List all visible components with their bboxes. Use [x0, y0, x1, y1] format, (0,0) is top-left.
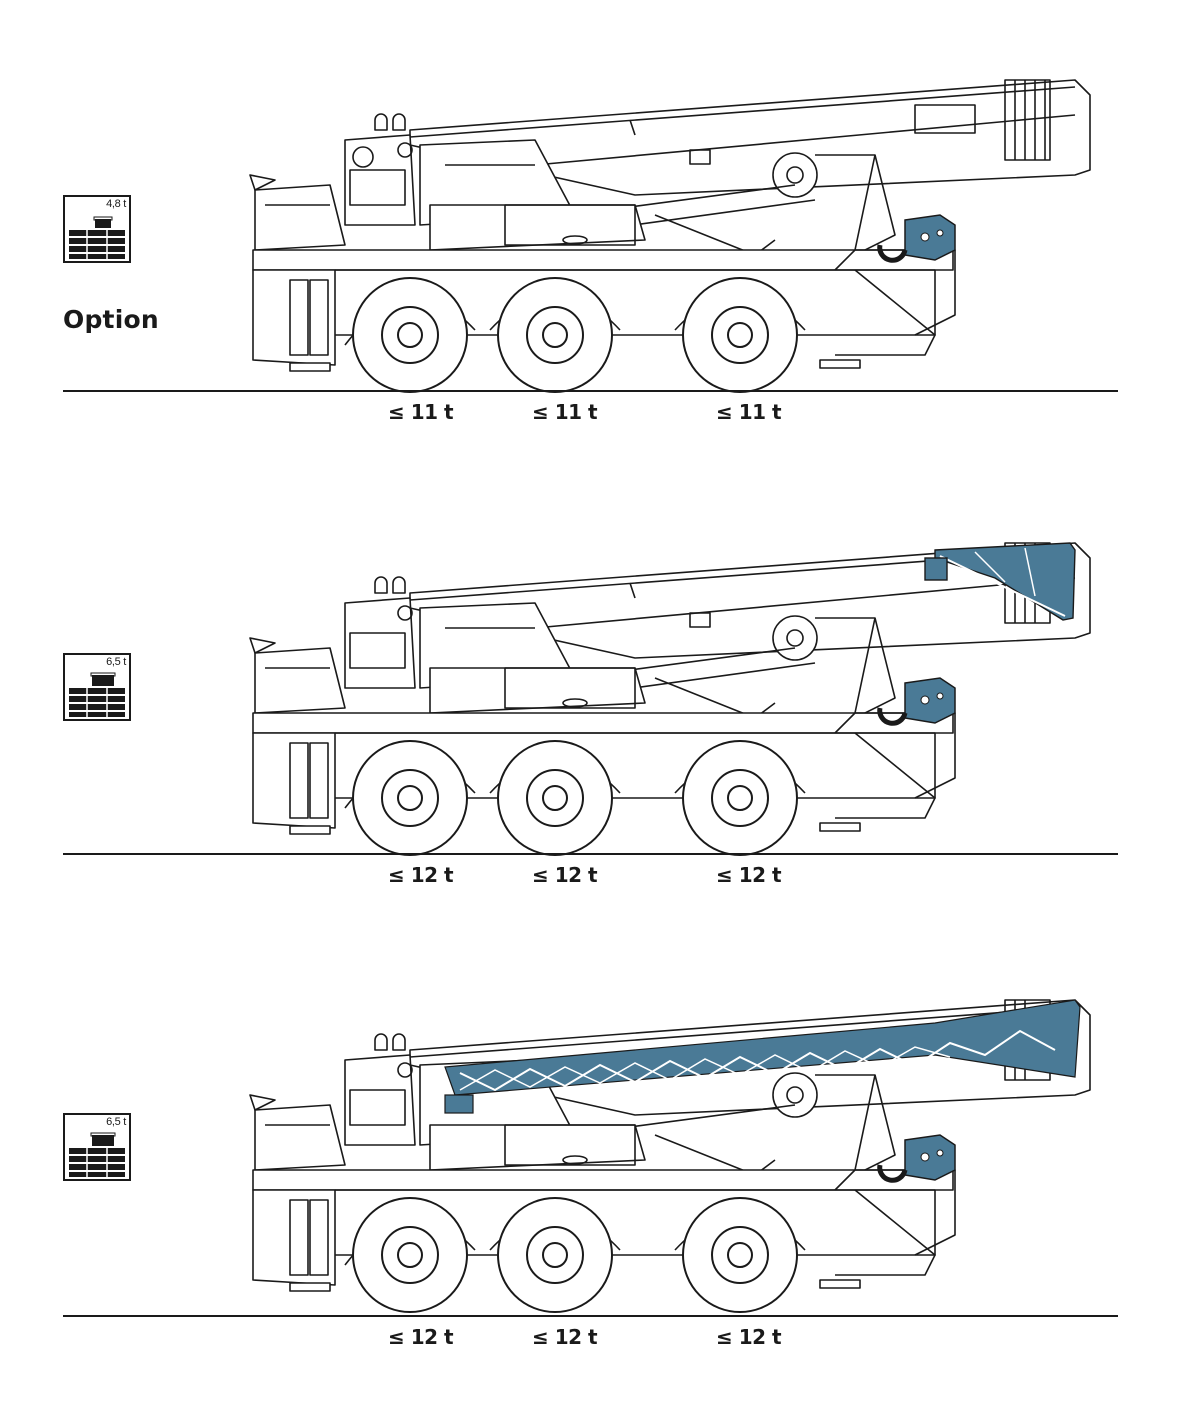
axle-load-3: ≤ 11 t	[716, 400, 782, 424]
crane-panel-1: 4,8 t Option	[0, 0, 1181, 460]
axle-load-1: ≤ 12 t	[388, 863, 454, 887]
counterweight-badge: 6,5 t	[63, 653, 131, 721]
hook-block-highlight	[877, 1134, 956, 1183]
axle-load-2: ≤ 11 t	[532, 400, 598, 424]
counterweight-icon	[69, 672, 125, 717]
axle-load-3: ≤ 12 t	[716, 1325, 782, 1349]
option-label: Option	[63, 305, 159, 334]
counterweight-value: 4,8 t	[106, 198, 126, 210]
folded-jib-highlight	[924, 542, 1076, 621]
ground-line	[63, 1315, 1118, 1317]
ground-line	[63, 390, 1118, 392]
counterweight-icon	[69, 1132, 125, 1177]
counterweight-badge: 6,5 t	[63, 1113, 131, 1181]
lattice-jib-highlight	[444, 999, 1081, 1114]
hook-block-highlight	[877, 677, 956, 726]
counterweight-value: 6,5 t	[106, 1116, 126, 1128]
axle-load-2: ≤ 12 t	[532, 863, 598, 887]
crane-panel-2: 6,5 t	[0, 463, 1181, 923]
axle-load-1: ≤ 12 t	[388, 1325, 454, 1349]
axle-load-1: ≤ 11 t	[388, 400, 454, 424]
counterweight-icon	[69, 216, 125, 259]
counterweight-badge: 4,8 t	[63, 195, 131, 263]
ground-line	[63, 853, 1118, 855]
crane-drawing	[249, 79, 1091, 393]
axle-load-3: ≤ 12 t	[716, 863, 782, 887]
hook-block-highlight	[877, 214, 956, 263]
counterweight-value: 6,5 t	[106, 656, 126, 668]
crane-drawing	[249, 999, 1091, 1313]
axle-load-2: ≤ 12 t	[532, 1325, 598, 1349]
crane-drawing	[249, 542, 1091, 856]
crane-panel-3: 6,5 t	[0, 925, 1181, 1385]
